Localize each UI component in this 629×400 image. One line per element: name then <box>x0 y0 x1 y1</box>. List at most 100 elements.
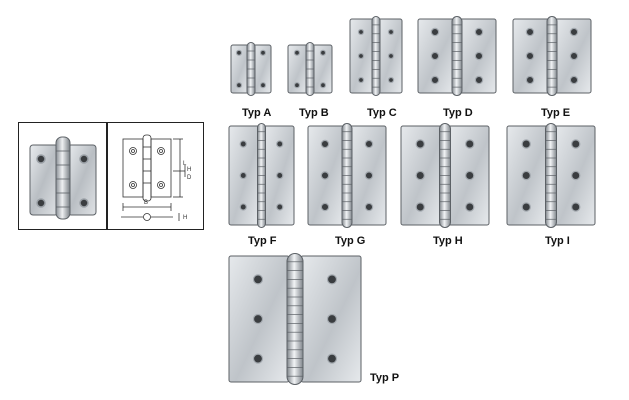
dimension-label-diameter: D <box>187 175 192 181</box>
hinge-2 <box>287 42 333 96</box>
hinge-9 <box>506 123 596 228</box>
hinge-8 <box>400 123 490 228</box>
screw-hole <box>525 75 535 85</box>
screw-hole <box>235 49 243 56</box>
screw-hole <box>525 27 535 37</box>
screw-hole <box>235 82 243 89</box>
screw-hole <box>276 203 284 211</box>
hinge-type-label: Typ A <box>242 107 272 119</box>
hinge-photo-graphic <box>29 136 97 220</box>
hinge-type-label: Typ I <box>545 235 570 247</box>
dimension-label-width: B <box>144 200 149 206</box>
screw-hole <box>357 76 365 84</box>
screw-hole <box>239 140 247 148</box>
screw-hole <box>571 202 581 212</box>
hinge-type-label: Typ F <box>248 235 277 247</box>
screw-hole <box>525 51 535 61</box>
hinge-graphic <box>287 42 333 96</box>
screw-hole <box>293 82 301 89</box>
hinge-graphic <box>228 253 362 385</box>
screw-hole <box>569 51 579 61</box>
screw-hole <box>320 139 330 149</box>
panel-divider <box>106 123 108 229</box>
hinge-graphic <box>230 42 272 96</box>
screw-hole <box>259 49 267 56</box>
hinge-5 <box>512 16 592 96</box>
hinge-type-label: Typ G <box>335 235 366 247</box>
hinge-knuckle <box>371 16 381 96</box>
screw-hole <box>387 76 395 84</box>
screw-hole <box>252 353 264 364</box>
screw-hole <box>364 171 374 180</box>
screw-hole <box>364 202 374 212</box>
screw-hole <box>357 52 365 60</box>
screw-hole <box>252 313 264 325</box>
screw-hole <box>521 202 531 212</box>
hinge-1 <box>230 42 272 96</box>
screw-hole <box>320 171 330 180</box>
screw-hole <box>239 171 247 180</box>
hinge-knuckle <box>451 16 463 96</box>
screw-hole <box>474 51 484 61</box>
hinge-type-label: Typ H <box>433 235 463 247</box>
screw-hole <box>415 202 425 212</box>
hinge-7 <box>307 123 387 228</box>
screw-hole <box>415 170 425 181</box>
screw-hole <box>252 274 264 285</box>
screw-hole <box>357 28 365 36</box>
screw-hole <box>521 139 531 149</box>
screw-hole <box>521 170 531 181</box>
screw-hole <box>259 82 267 89</box>
screw-hole <box>569 75 579 85</box>
screw-hole <box>320 202 330 212</box>
screw-hole <box>465 139 475 149</box>
screw-hole <box>364 139 374 149</box>
hinge-photo <box>28 133 98 221</box>
hinge-graphic <box>349 16 403 96</box>
hinge-type-label: Typ D <box>443 107 473 119</box>
dimension-label-hole-height: H <box>187 167 192 173</box>
screw-hole <box>319 82 327 89</box>
hinge-4 <box>417 16 497 96</box>
screw-hole <box>430 75 440 85</box>
screw-hole <box>326 313 338 325</box>
hinge-graphic <box>307 123 387 228</box>
hinge-knuckle <box>546 16 558 96</box>
screw-hole <box>474 75 484 85</box>
hinge-graphic <box>400 123 490 228</box>
screw-hole <box>474 27 484 37</box>
technical-drawing-graphic <box>121 134 186 221</box>
hinge-type-label: Typ P <box>370 372 400 384</box>
screw-hole <box>387 52 395 60</box>
hinge-technical-drawing: L D H B H <box>113 129 199 225</box>
dimension-label-length: L <box>183 161 187 167</box>
screw-hole <box>276 140 284 148</box>
hinge-6 <box>228 123 295 228</box>
hinge-graphic <box>506 123 596 228</box>
hinge-3 <box>349 16 403 96</box>
screw-hole <box>571 170 581 181</box>
screw-hole <box>326 274 338 285</box>
hinge-knuckle <box>286 253 304 385</box>
screw-hole <box>293 49 301 56</box>
hinge-10 <box>228 253 362 385</box>
screw-hole <box>465 170 475 181</box>
screw-hole <box>276 171 284 180</box>
screw-hole <box>326 353 338 364</box>
screw-hole <box>571 139 581 149</box>
screw-hole <box>319 49 327 56</box>
dimension-label-thickness: H <box>183 215 188 221</box>
hinge-type-label: Typ C <box>367 107 397 119</box>
screw-hole <box>430 51 440 61</box>
hinge-type-label: Typ E <box>541 107 571 119</box>
specification-panel: L D H B H <box>18 122 204 230</box>
hinge-graphic <box>512 16 592 96</box>
hinge-graphic <box>417 16 497 96</box>
screw-hole <box>415 139 425 149</box>
screw-hole <box>239 203 247 211</box>
screw-hole <box>569 27 579 37</box>
screw-hole <box>387 28 395 36</box>
hinge-graphic <box>228 123 295 228</box>
screw-hole <box>430 27 440 37</box>
hinge-type-label: Typ B <box>299 107 329 119</box>
